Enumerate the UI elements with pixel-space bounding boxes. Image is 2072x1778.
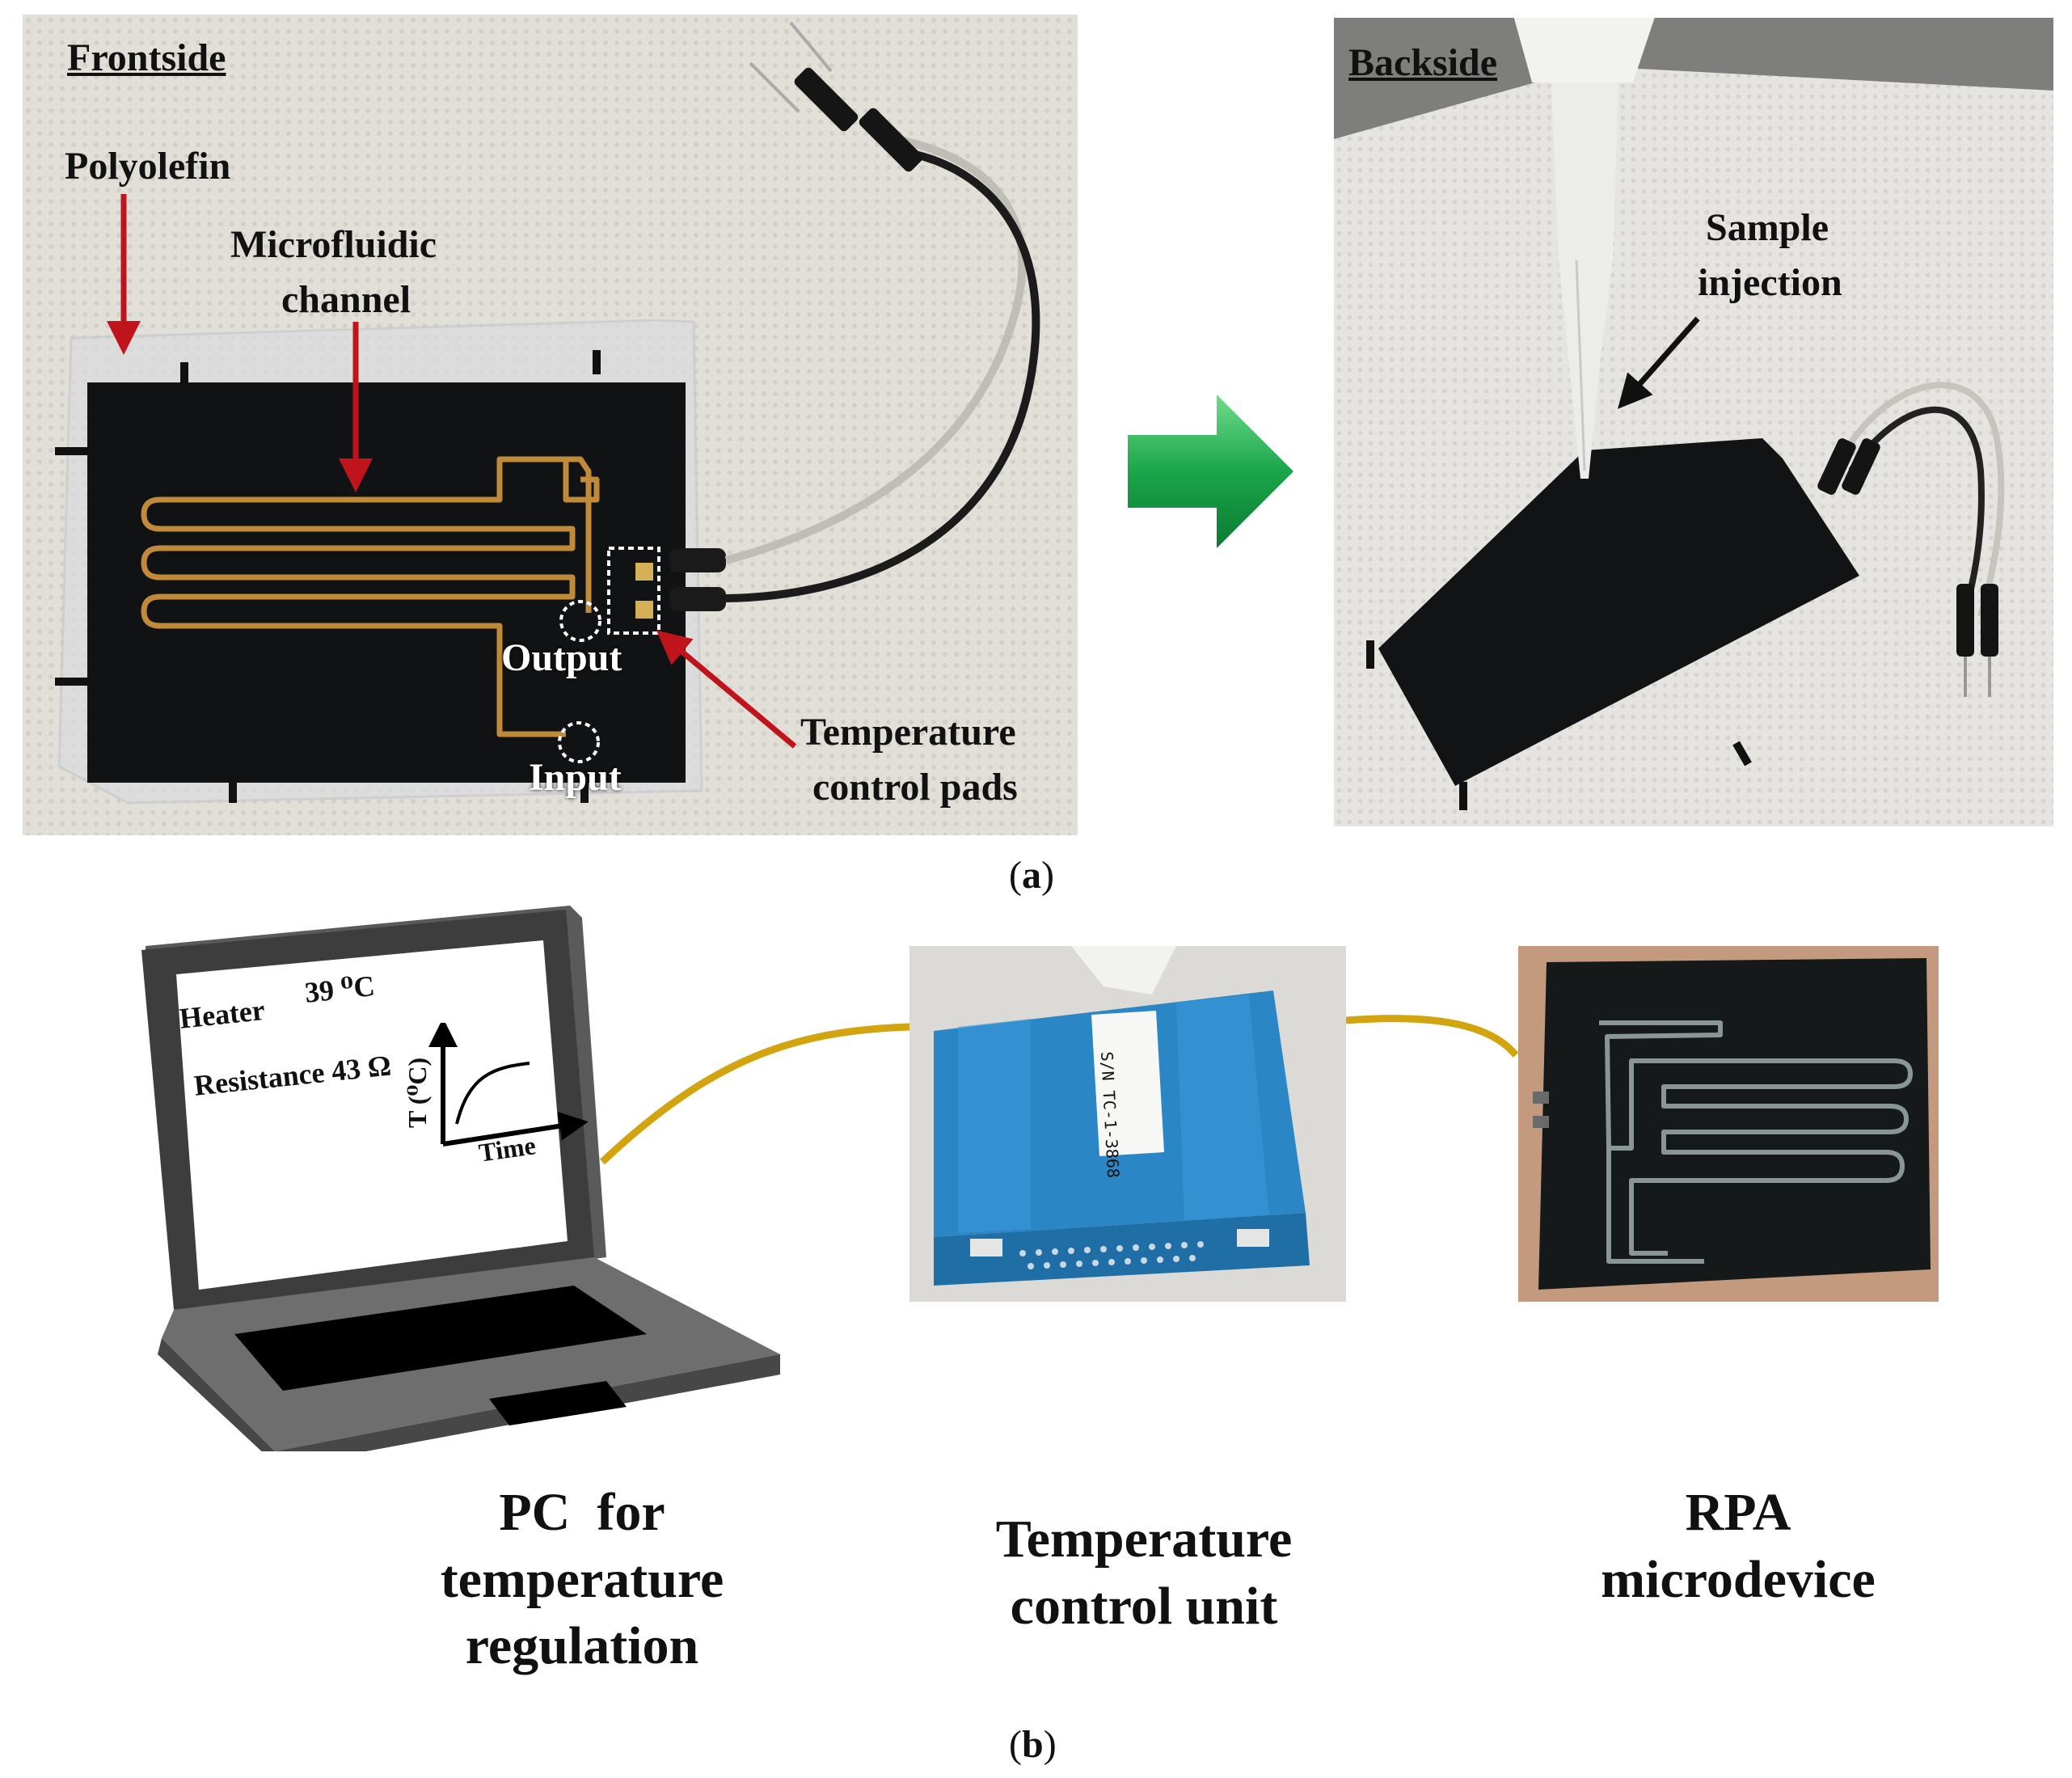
screen-chart-curve: [455, 1062, 530, 1125]
sample-injection-label-2: injection: [1698, 261, 1842, 304]
green-transition-arrow: [1128, 395, 1293, 548]
rpa-label-line1: RPA: [1685, 1483, 1791, 1542]
backside-illustration: [1334, 18, 2053, 826]
pc-to-tcu-wire: [599, 1023, 910, 1165]
pc-label: PC for temperature regulation: [388, 1480, 776, 1680]
tcu-photo: [909, 946, 1346, 1302]
pads-arrow: [656, 630, 797, 749]
sample-injection-arrow: [1618, 316, 1700, 409]
frontside-title: Frontside: [67, 36, 226, 79]
pipette: [1548, 18, 1621, 479]
pc-label-line1: PC for: [499, 1483, 665, 1542]
rpa-label-line2: microdevice: [1601, 1549, 1876, 1609]
input-label: Input: [529, 756, 622, 799]
laptop-trackpad: [489, 1381, 627, 1425]
laptop: [141, 906, 780, 1451]
microfluidic-label-2: channel: [281, 278, 411, 321]
tcu-label-line2: control unit: [1010, 1576, 1278, 1636]
tcu-label: Temperature control unit: [950, 1506, 1338, 1640]
tcu-to-rpa-wire: [1345, 1015, 1519, 1058]
sample-injection-label-1: Sample: [1706, 206, 1829, 249]
pc-label-line3: regulation: [465, 1616, 699, 1675]
rpa-illustration: [1518, 946, 1939, 1302]
rpa-label: RPA microdevice: [1544, 1480, 1932, 1613]
backside-photo: [1334, 18, 2053, 826]
output-port: [559, 600, 601, 642]
frontside-photo: [23, 15, 1078, 835]
laptop-keyboard: [234, 1286, 647, 1391]
rpa-photo: [1518, 946, 1939, 1302]
caption-b: (b): [1009, 1723, 1057, 1766]
input-port: [558, 721, 600, 763]
temp-pads-box: [607, 547, 660, 635]
backside-board: [1378, 438, 1859, 786]
laptop-screen: [176, 940, 568, 1290]
microfluidic-channel: [141, 456, 600, 737]
microfluidic-label-1: Microfluidic: [230, 223, 437, 266]
caption-a: (a): [1009, 854, 1054, 897]
rpa-board: [1538, 958, 1931, 1290]
temp-pads-label-1: Temperature: [800, 711, 1016, 754]
tcu-illustration: [909, 946, 1346, 1302]
polyolefin-label: Polyolefin: [65, 145, 231, 188]
pc-label-line2: temperature: [440, 1549, 724, 1609]
frontside-illustration: [23, 15, 1078, 835]
backside-title: Backside: [1348, 41, 1498, 84]
output-label: Output: [501, 636, 622, 679]
screen-chart: [428, 1023, 589, 1147]
temp-pads-label-2: control pads: [812, 766, 1018, 809]
tcu-label-line1: Temperature: [995, 1510, 1293, 1569]
rpa-channel: [1599, 1020, 1913, 1264]
tcu-serial-label: [1091, 1011, 1164, 1156]
